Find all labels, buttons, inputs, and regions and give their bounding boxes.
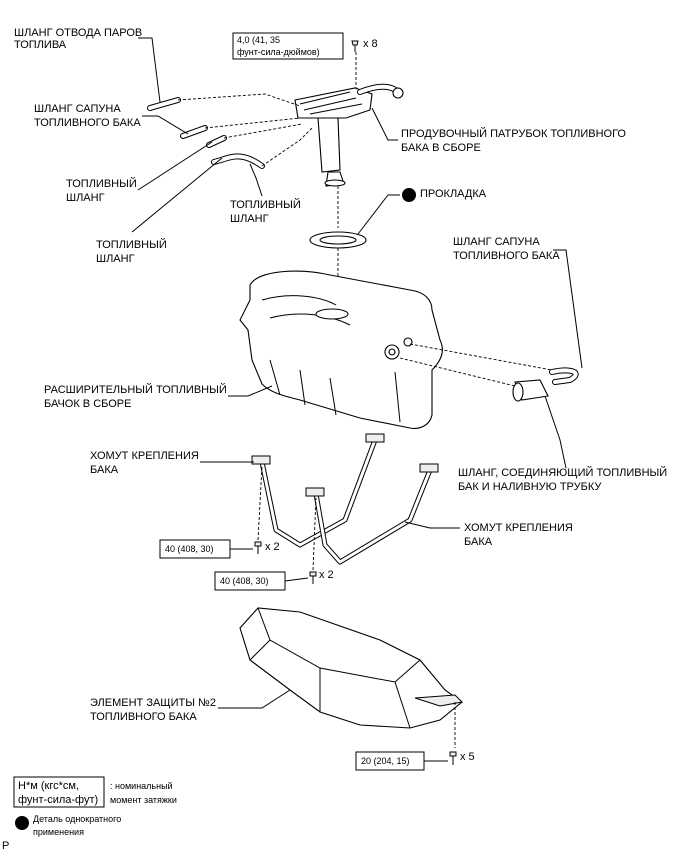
fuel-vent-tube-assembly <box>294 83 404 187</box>
label-fuel-hose-c-1: ТОПЛИВНЫЙ <box>96 238 167 251</box>
legend-torque-desc-1: : номинальный <box>110 781 173 791</box>
tank-protector-part <box>239 607 464 729</box>
label-expansion-tank-1: РАСШИРИТЕЛЬНЫЙ ТОПЛИВНЫЙ <box>44 383 227 396</box>
legend-nonreusable-2: применения <box>33 827 84 837</box>
label-protector-2: ТОПЛИВНОГО БАКА <box>90 711 197 723</box>
hose-group-right <box>399 343 579 402</box>
label-gasket: ПРОКЛАДКА <box>420 188 487 200</box>
label-fuel-hose-b-1: ТОПЛИВНЫЙ <box>230 198 301 211</box>
label-breather-hose-2: ТОПЛИВНОГО БАКА <box>34 117 141 129</box>
screw-icon <box>351 40 359 52</box>
tank-band-left <box>251 433 385 548</box>
label-vapor-hose-1: ШЛАНГ ОТВОДА ПАРОВ <box>14 27 142 39</box>
legend-torque-units-1: Н*м (кгс*см, <box>18 780 79 792</box>
label-filler-hose-2: БАК И НАЛИВНУЮ ТРУБКУ <box>458 481 602 493</box>
alignment-lines-top <box>177 52 357 312</box>
gasket-part <box>309 231 367 249</box>
protector-torque-qty: x 5 <box>460 751 475 763</box>
label-breather-hose-1: ШЛАНГ САПУНА <box>34 103 121 115</box>
legend-torque-units-2: фунт-сила-фут) <box>18 794 98 806</box>
hose-group-upper-left <box>147 97 265 169</box>
fuel-tank-assembly <box>239 270 443 429</box>
nonreusable-part-icon <box>15 816 29 830</box>
label-band-right-1: ХОМУТ КРЕПЛЕНИЯ <box>464 522 573 534</box>
bolt-icon <box>309 571 317 584</box>
label-band-right-2: БАКА <box>464 536 493 548</box>
band-torque-1: 40 (408, 30) x 2 <box>159 539 280 559</box>
label-band-left-2: БАКА <box>90 464 119 476</box>
band-torque-1-qty: x 2 <box>265 541 280 553</box>
band-torque-2: 40 (408, 30) x 2 <box>214 569 334 591</box>
label-fuel-hose-b-2: ШЛАНГ <box>230 213 269 225</box>
label-breather-hose-right-1: ШЛАНГ САПУНА <box>453 236 540 248</box>
top-torque-line1: 4,0 (41, 35 <box>237 35 280 45</box>
label-fuel-hose-a-1: ТОПЛИВНЫЙ <box>66 177 137 190</box>
label-fuel-hose-a-2: ШЛАНГ <box>66 192 105 204</box>
nonreusable-part-icon <box>402 188 416 202</box>
corner-mark: P <box>2 840 9 852</box>
label-filler-hose-1: ШЛАНГ, СОЕДИНЯЮЩИЙ ТОПЛИВНЫЙ <box>458 466 667 479</box>
tank-band-right <box>305 463 439 565</box>
band-torque-2-value: 40 (408, 30) <box>220 576 269 586</box>
band-torque-2-qty: x 2 <box>319 569 334 581</box>
label-fuel-hose-c-2: ШЛАНГ <box>96 253 135 265</box>
protector-torque-value: 20 (204, 15) <box>361 756 410 766</box>
label-expansion-tank-2: БАЧОК В СБОРЕ <box>44 398 131 410</box>
protector-torque: 20 (204, 15) x 5 <box>355 751 475 771</box>
label-vapor-hose-2: ТОПЛИВА <box>14 39 67 51</box>
label-breather-hose-right-2: ТОПЛИВНОГО БАКА <box>453 250 560 262</box>
label-vent-tube-1: ПРОДУВОЧНЫЙ ПАТРУБОК ТОПЛИВНОГО <box>401 127 626 140</box>
label-band-left-1: ХОМУТ КРЕПЛЕНИЯ <box>90 450 199 462</box>
band-torque-1-value: 40 (408, 30) <box>165 544 214 554</box>
bolt-icon <box>449 751 457 765</box>
legend-nonreusable-1: Деталь однократного <box>33 814 121 824</box>
label-protector-1: ЭЛЕМЕНТ ЗАЩИТЫ №2 <box>90 697 216 709</box>
bolt-icon <box>254 541 262 554</box>
top-torque-line2: фунт-сила-дюймов) <box>237 47 320 57</box>
legend: Н*м (кгс*см, фунт-сила-фут) : номинальны… <box>13 776 177 837</box>
top-torque-qty: x 8 <box>363 38 378 50</box>
legend-torque-desc-2: момент затяжки <box>110 795 177 805</box>
label-vent-tube-2: БАКА В СБОРЕ <box>401 142 481 154</box>
top-torque-callout: 4,0 (41, 35 фунт-сила-дюймов) x 8 <box>232 32 378 60</box>
